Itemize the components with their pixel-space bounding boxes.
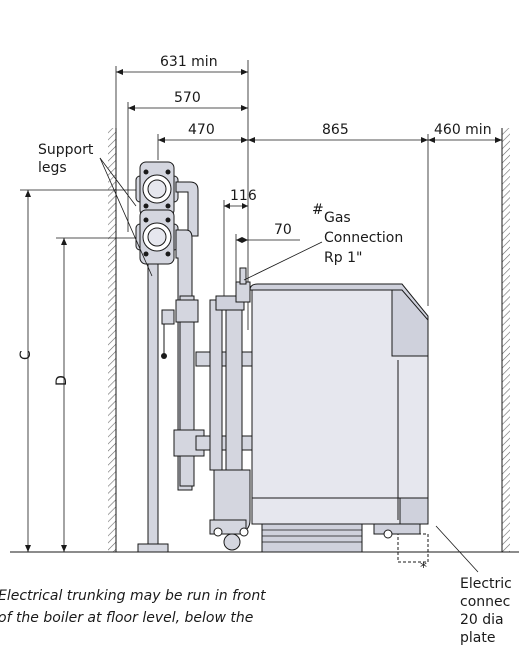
dim-c-text: C <box>18 350 34 360</box>
support-label-line1: Support <box>38 142 94 158</box>
gas-label-line1: Gas <box>324 210 351 226</box>
trunking-note-line1: Electrical trunking may be run in front <box>0 588 266 604</box>
gas-label-line2: Connection <box>324 230 403 246</box>
dim-116-text: 116 <box>230 188 257 204</box>
lower-flange <box>135 209 179 265</box>
electrical-plate-outline <box>397 533 429 563</box>
dim-631-text: 631 min <box>160 54 218 70</box>
dimension-470 <box>157 134 248 160</box>
dim-865-text: 865 <box>322 122 349 138</box>
left-wall <box>108 128 117 552</box>
electric-label-line2: connec <box>460 594 510 610</box>
support-leader-2 <box>99 157 137 207</box>
upper-flange <box>135 161 179 217</box>
asterisk-mark: * <box>420 560 427 576</box>
dim-d-text: D <box>54 375 70 386</box>
gas-label-line3: Rp 1" <box>324 250 362 266</box>
right-wall <box>501 128 510 552</box>
boiler-body <box>249 283 429 553</box>
trunking-note-line2: of the boiler at floor level, below the <box>0 610 253 626</box>
dimension-865 <box>248 134 429 306</box>
electric-label-line3: 20 dia <box>460 612 504 628</box>
electrical-leader <box>435 525 479 573</box>
dimension-116 <box>223 200 248 300</box>
dimension-c <box>20 189 140 552</box>
dim-570-text: 570 <box>174 90 201 106</box>
dim-70-text: 70 <box>274 222 292 238</box>
electric-label-line4: plate <box>460 630 495 646</box>
gas-hash: # <box>312 202 324 218</box>
dim-470-text: 470 <box>188 122 215 138</box>
dimension-570 <box>127 102 248 232</box>
electric-label-line1: Electric <box>460 576 512 592</box>
gas-leader <box>243 241 323 281</box>
support-leader-1 <box>99 157 153 277</box>
flow-pipework <box>161 181 253 551</box>
dimension-d <box>56 237 140 552</box>
dim-460-text: 460 min <box>434 122 492 138</box>
support-label-line2: legs <box>38 160 67 176</box>
dimension-460 <box>428 137 502 143</box>
